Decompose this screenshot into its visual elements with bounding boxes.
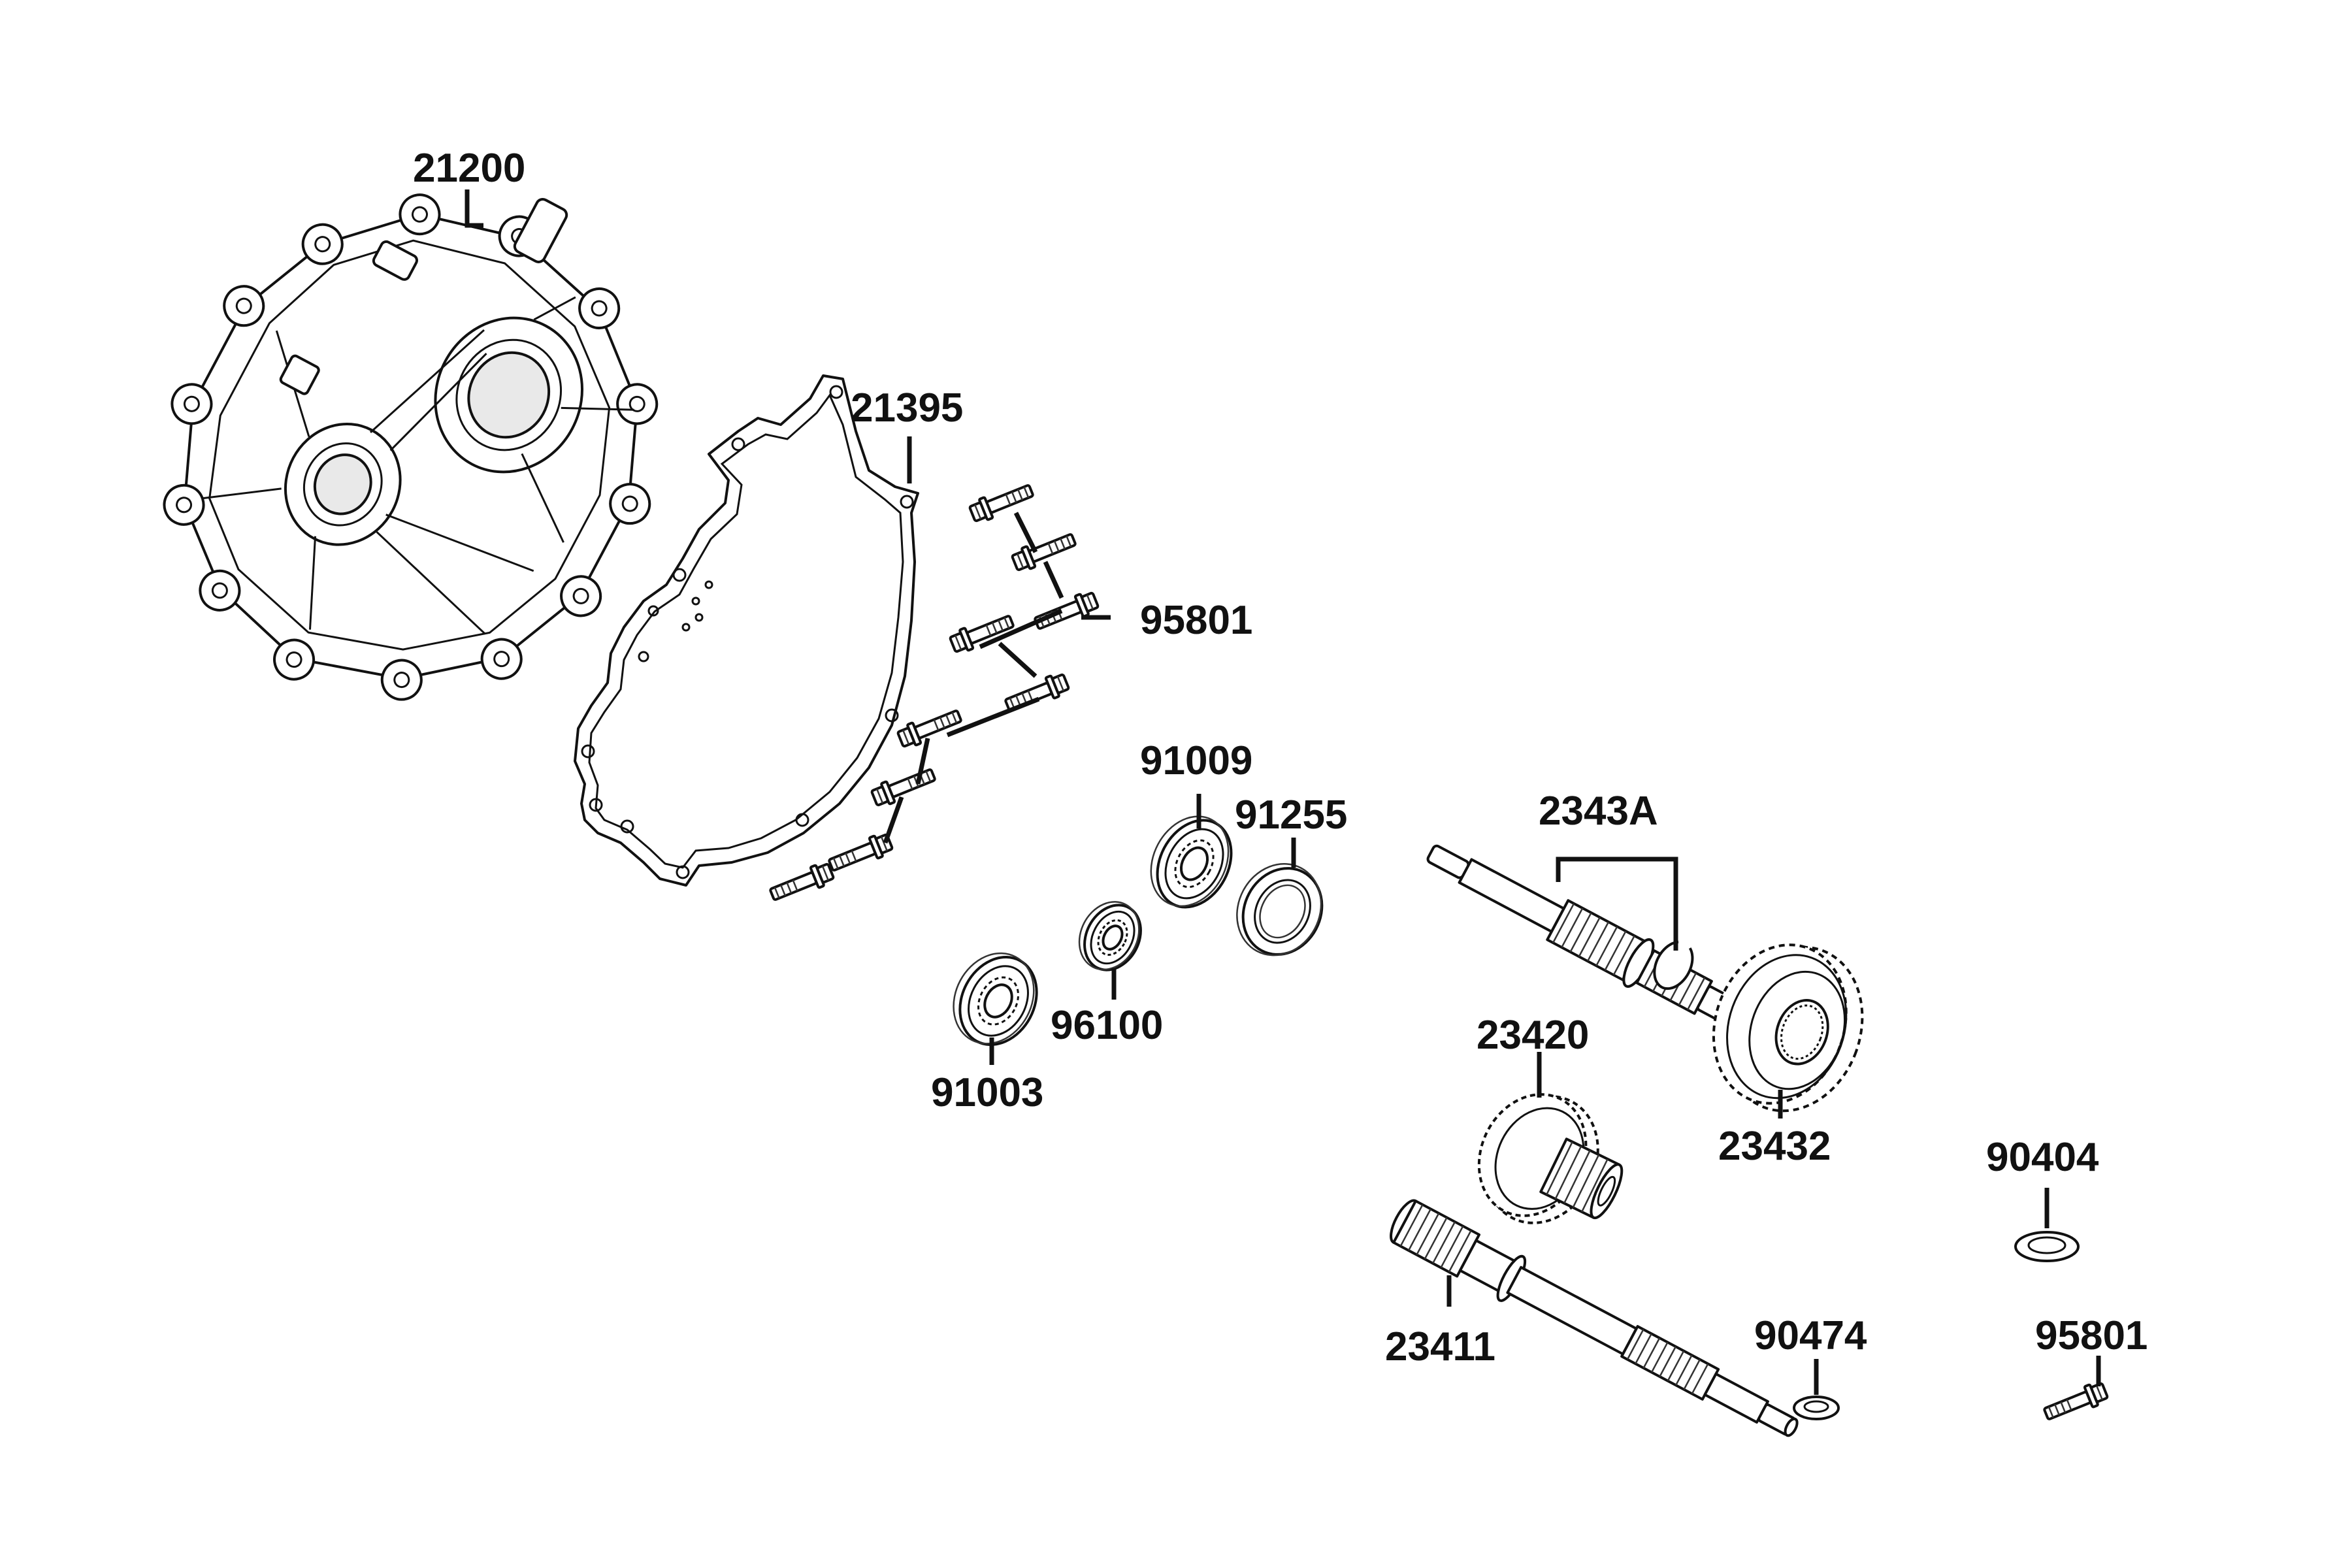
ball-bearing-icon: [953, 952, 1038, 1046]
flange-bolt-icon: [2040, 1379, 2111, 1426]
gearbox-cover-icon: [163, 193, 659, 701]
gasket-icon: [574, 374, 919, 887]
oil-seal-icon: [1236, 863, 1324, 956]
label-2343A: 2343A: [1539, 789, 1658, 834]
washer-icon: [1793, 1396, 1840, 1420]
label-91003: 91003: [931, 1070, 1043, 1115]
label-23411: 23411: [1385, 1324, 1495, 1369]
ball-bearing-icon: [1150, 815, 1233, 909]
helical-gear-icon: [1712, 943, 1864, 1113]
washer-icon: [2014, 1231, 2080, 1262]
circlip-icon: [1653, 940, 1694, 990]
label-90404: 90404: [1986, 1135, 2099, 1180]
label-23420: 23420: [1477, 1013, 1589, 1058]
splined-shaft-icon: [1390, 1199, 1799, 1437]
label-95801-bolts: 95801: [1140, 598, 1252, 643]
label-91009: 91009: [1140, 738, 1252, 783]
label-96100: 96100: [1051, 1003, 1163, 1048]
label-23432: 23432: [1718, 1124, 1831, 1169]
label-21395: 21395: [851, 385, 963, 431]
part-labels: 21200 21395 95801 91009 91255 96100 9100…: [413, 146, 2148, 1369]
ball-bearing-icon: [1078, 901, 1142, 972]
label-91255: 91255: [1235, 792, 1347, 838]
label-90474: 90474: [1754, 1313, 1867, 1358]
helical-gear-icon: [1477, 1093, 1624, 1224]
label-21200: 21200: [413, 146, 525, 191]
bolt-leader-lines: [883, 512, 1111, 844]
label-95801-single: 95801: [2035, 1313, 2148, 1358]
leader-lines: [465, 189, 2101, 1395]
